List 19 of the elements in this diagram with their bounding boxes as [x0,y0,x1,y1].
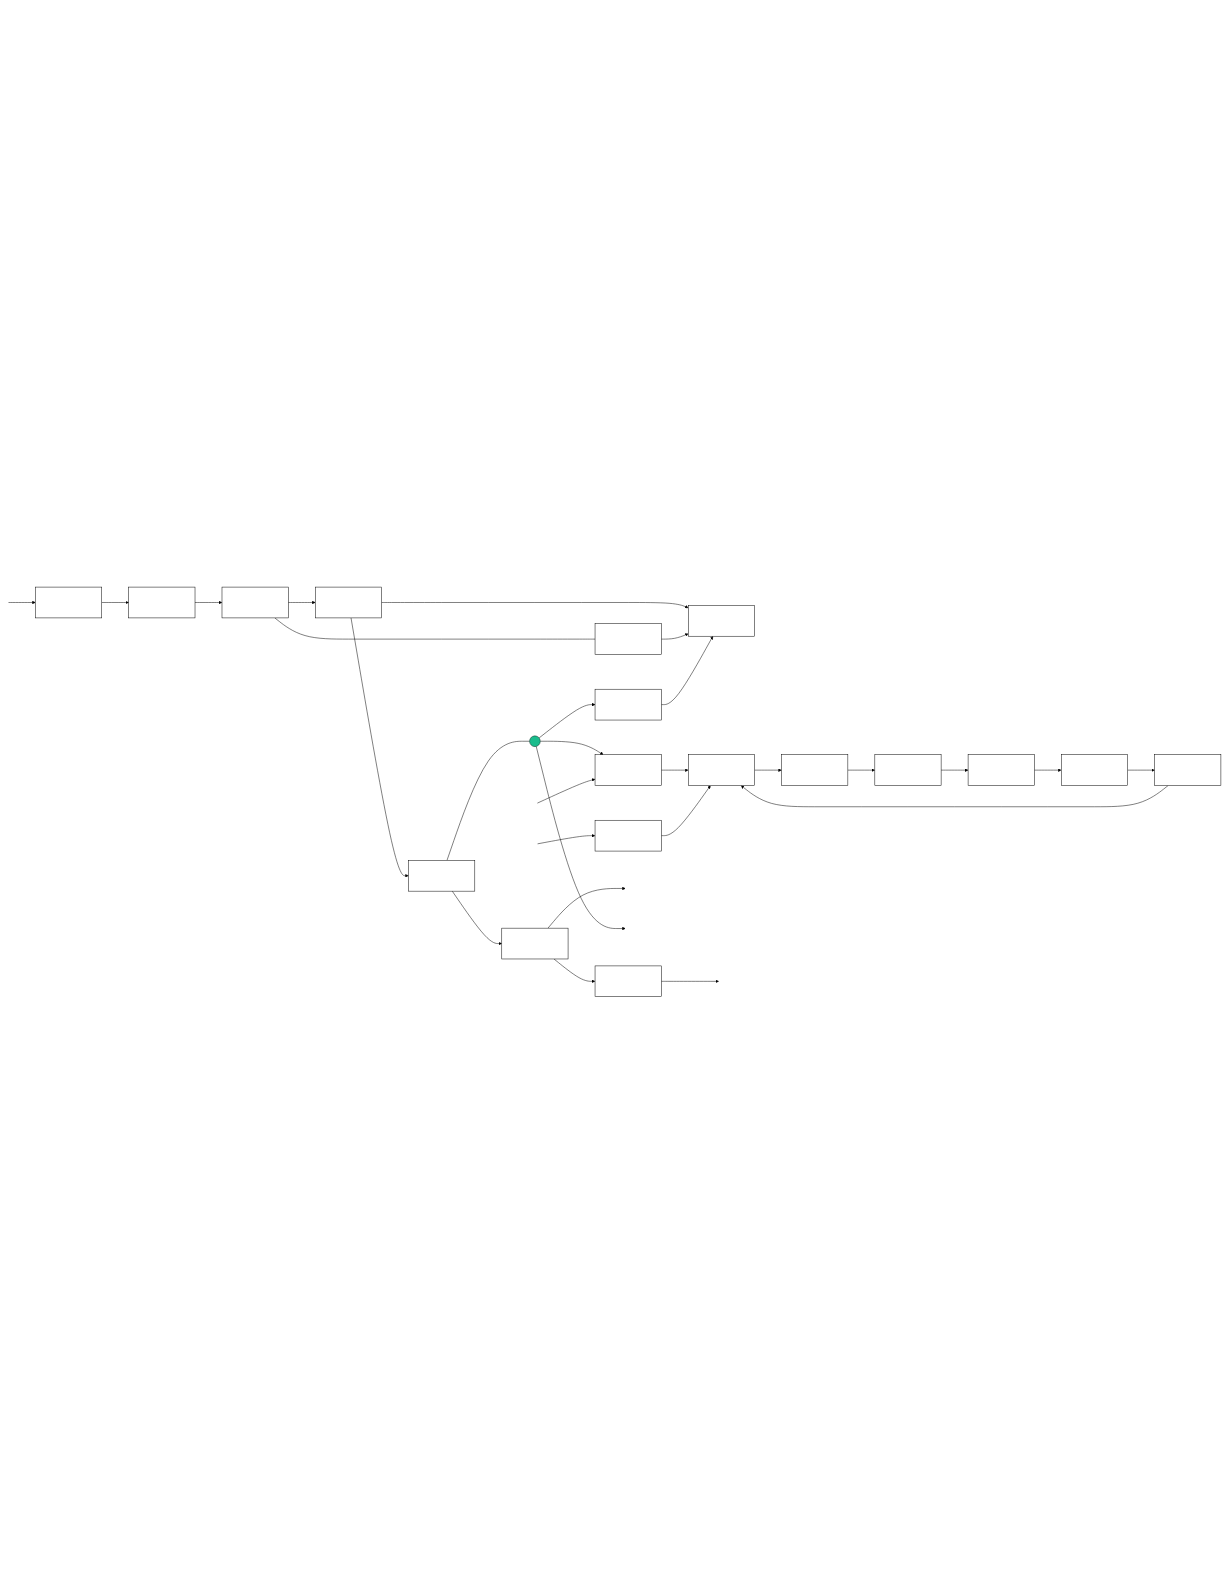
block-box [781,754,849,786]
block-box [1154,754,1222,786]
block-box [874,754,942,786]
block-box [594,689,662,721]
block-box [967,754,1035,786]
block-box [594,820,662,852]
block-box [35,586,102,619]
block-box [221,586,289,619]
summing-circle [529,735,541,747]
block-box [594,754,662,786]
block-box [594,965,662,998]
block-box [688,754,755,786]
block-box [408,860,476,892]
block-box [688,605,755,637]
block-box [128,586,196,619]
block-box [315,586,382,619]
block-box [594,623,662,655]
block-box [501,928,569,960]
block-box [1061,754,1128,786]
